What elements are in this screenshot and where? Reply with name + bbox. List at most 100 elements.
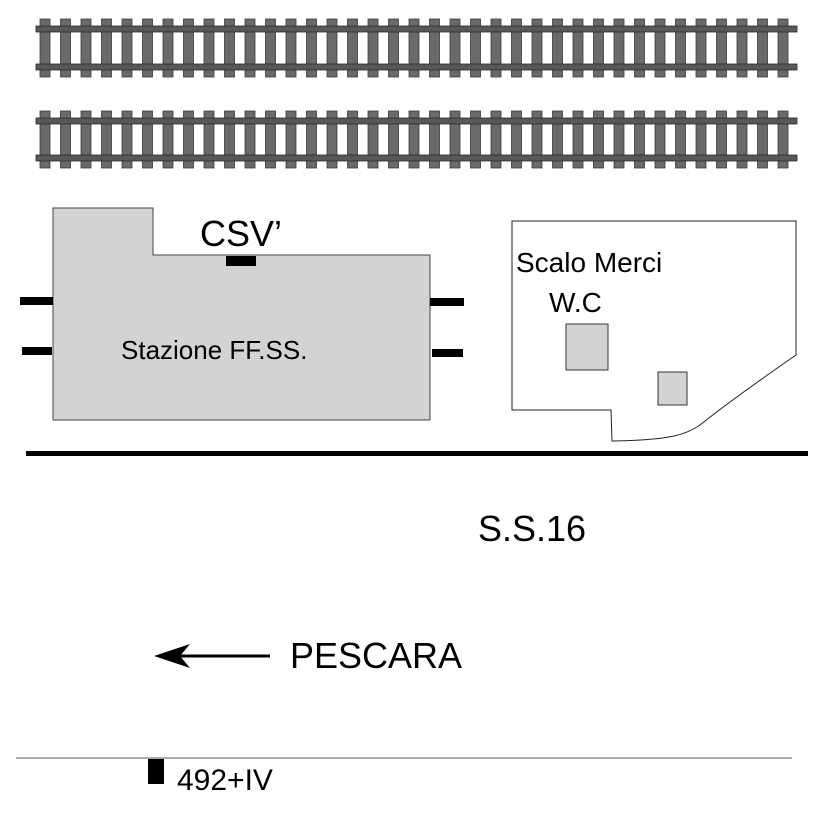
track-sleeper bbox=[183, 18, 194, 78]
road-line bbox=[26, 451, 808, 456]
track-sleeper bbox=[511, 110, 522, 169]
kilometer-marker bbox=[148, 759, 164, 784]
station-side-marker-right-bottom bbox=[432, 349, 463, 357]
track-sleeper bbox=[183, 110, 194, 169]
station-building bbox=[52, 207, 431, 421]
track-sleeper bbox=[531, 110, 543, 169]
track-sleeper bbox=[142, 110, 153, 169]
track-sleeper bbox=[470, 110, 481, 169]
track-sleeper bbox=[470, 18, 481, 78]
kilometer-label: 492+IV bbox=[177, 764, 273, 797]
track-sleeper bbox=[654, 110, 666, 169]
track-sleeper bbox=[388, 18, 399, 78]
track-sleeper bbox=[306, 110, 317, 169]
small-building bbox=[657, 371, 688, 406]
track-sleeper bbox=[449, 110, 461, 169]
freight-yard-label: Scalo Merci bbox=[516, 247, 663, 278]
track-sleeper bbox=[695, 18, 707, 78]
track-sleeper bbox=[60, 18, 71, 78]
track-sleeper bbox=[572, 18, 584, 78]
track-rail bbox=[35, 154, 798, 162]
track-sleeper bbox=[347, 18, 358, 78]
station-label: Stazione FF.SS. bbox=[121, 335, 308, 365]
track-sleeper bbox=[121, 18, 133, 78]
track-rail bbox=[35, 63, 798, 71]
track-sleeper bbox=[203, 110, 215, 169]
track-sleeper bbox=[490, 110, 502, 169]
track-sleeper bbox=[142, 18, 153, 78]
track-sleeper bbox=[593, 110, 604, 169]
freight-yard-area bbox=[511, 220, 797, 442]
track-sleeper bbox=[285, 110, 297, 169]
track-sleeper bbox=[449, 18, 461, 78]
track-sleeper bbox=[203, 18, 215, 78]
track-sleeper bbox=[80, 18, 92, 78]
track-sleeper bbox=[326, 18, 338, 78]
track-sleeper bbox=[634, 18, 645, 78]
track-sleeper bbox=[367, 18, 379, 78]
track-sleeper bbox=[736, 18, 748, 78]
track-sleeper bbox=[634, 110, 645, 169]
track-sleeper bbox=[306, 18, 317, 78]
track-sleeper bbox=[429, 110, 440, 169]
track-sleeper bbox=[552, 18, 563, 78]
track-sleeper bbox=[80, 110, 92, 169]
track-sleeper bbox=[675, 18, 686, 78]
track-sleeper bbox=[101, 18, 112, 78]
wc-label: W.C bbox=[549, 287, 602, 318]
track-sleeper bbox=[244, 18, 256, 78]
road-label: S.S.16 bbox=[478, 508, 587, 549]
track-sleeper bbox=[60, 110, 71, 169]
building-code-label: CSV’ bbox=[200, 213, 283, 254]
track-sleeper bbox=[408, 110, 420, 169]
track-sleeper bbox=[572, 110, 584, 169]
track-sleeper bbox=[429, 18, 440, 78]
track-sleeper bbox=[675, 110, 686, 169]
track-sleeper bbox=[39, 18, 51, 78]
track-sleeper bbox=[654, 18, 666, 78]
track-sleeper bbox=[736, 110, 748, 169]
station-side-marker-left-top bbox=[20, 297, 53, 305]
track-sleeper bbox=[265, 18, 276, 78]
track-sleeper bbox=[531, 18, 543, 78]
track-sleeper bbox=[757, 18, 768, 78]
station-side-marker-left-bottom bbox=[22, 347, 52, 355]
wc-building bbox=[565, 323, 609, 371]
railway-track-1 bbox=[35, 18, 798, 78]
track-sleeper bbox=[716, 110, 727, 169]
track-sleeper bbox=[408, 18, 420, 78]
arrow-left-icon bbox=[154, 644, 190, 668]
track-sleeper bbox=[162, 110, 174, 169]
track-sleeper bbox=[121, 110, 133, 169]
track-sleeper bbox=[224, 18, 235, 78]
direction-label: PESCARA bbox=[290, 635, 463, 676]
csv-marker bbox=[226, 256, 256, 266]
track-sleeper bbox=[367, 110, 379, 169]
track-sleeper bbox=[39, 110, 51, 169]
track-sleeper bbox=[716, 18, 727, 78]
track-sleeper bbox=[265, 110, 276, 169]
track-sleeper bbox=[326, 110, 338, 169]
track-sleeper bbox=[757, 110, 768, 169]
track-sleeper bbox=[593, 18, 604, 78]
track-sleeper bbox=[490, 18, 502, 78]
track-sleeper bbox=[224, 110, 235, 169]
track-sleeper bbox=[511, 18, 522, 78]
track-rail bbox=[35, 117, 798, 125]
track-sleeper bbox=[777, 18, 789, 78]
track-sleeper bbox=[162, 18, 174, 78]
station-side-marker-right-top bbox=[430, 298, 464, 306]
track-sleeper bbox=[285, 18, 297, 78]
track-sleeper bbox=[613, 18, 625, 78]
track-sleeper bbox=[101, 110, 112, 169]
track-sleeper bbox=[552, 110, 563, 169]
track-sleeper bbox=[777, 110, 789, 169]
track-rail bbox=[35, 25, 798, 33]
track-sleeper bbox=[244, 110, 256, 169]
railway-track-2 bbox=[35, 110, 798, 169]
track-sleeper bbox=[695, 110, 707, 169]
track-sleeper bbox=[347, 110, 358, 169]
track-sleeper bbox=[388, 110, 399, 169]
track-sleeper bbox=[613, 110, 625, 169]
